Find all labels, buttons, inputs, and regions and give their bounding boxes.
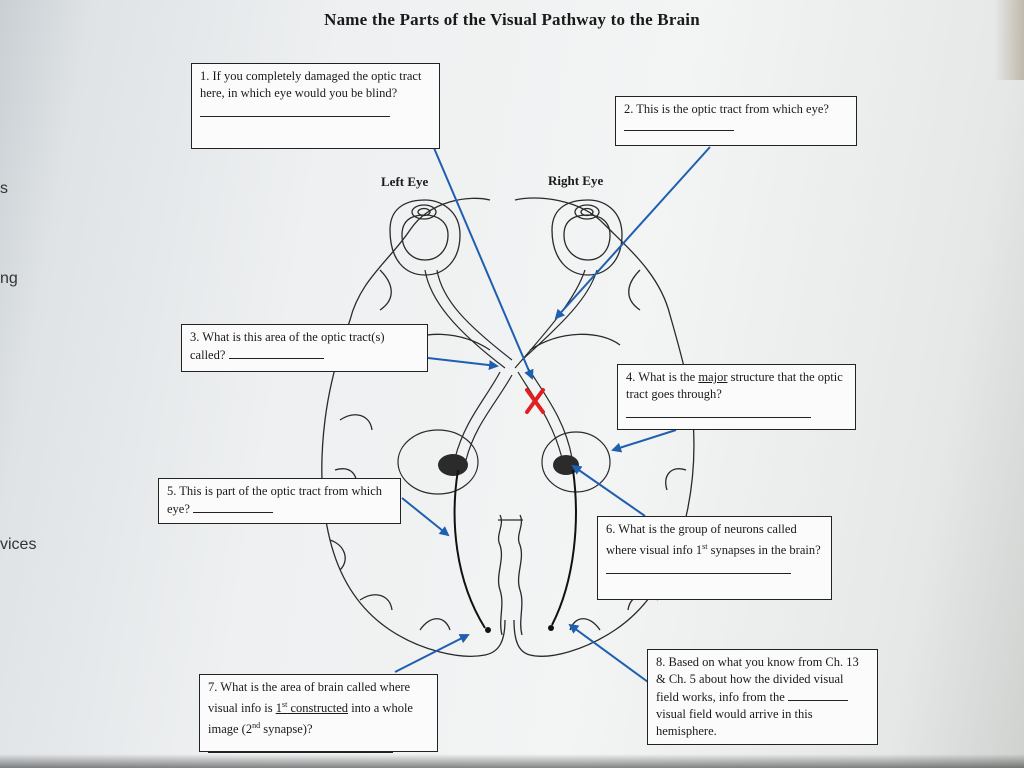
question-2-answer-blank[interactable] [624,118,734,131]
question-6-answer-blank[interactable] [606,561,791,575]
page-title: Name the Parts of the Visual Pathway to … [324,10,700,29]
left-eye-label: Left Eye [381,174,429,189]
right-eye-icon [551,199,623,276]
visual-cortex-right [548,625,554,631]
edge-text-fragment: s [0,180,8,197]
thalamus-right [541,431,611,493]
question-6-text: 6. What is the group of neurons called w… [606,522,821,558]
question-8-text-b: visual field would arrive in this hemisp… [656,707,813,738]
question-4-box: 4. What is the major structure that the … [617,364,856,430]
question-7-answer-blank[interactable] [208,740,393,754]
arrow-q5 [401,497,450,537]
question-7-text: 7. What is the area of brain called wher… [208,680,413,737]
question-8-box: 8. Based on what you know from Ch. 13 & … [647,649,878,745]
arrow-q2 [554,146,711,320]
arrow-q6 [571,464,646,517]
question-8-text-a: 8. Based on what you know from Ch. 13 & … [656,655,859,704]
question-5-box: 5. This is part of the optic tract from … [158,478,401,524]
arrow-q7 [394,634,470,673]
arrow-q1 [433,147,534,380]
question-5-answer-blank[interactable] [193,500,274,513]
question-3-text: 3. What is this area of the optic tract(… [190,330,385,362]
question-2-box: 2. This is the optic tract from which ey… [615,96,857,146]
question-7-box: 7. What is the area of brain called wher… [199,674,438,754]
corner-shadow [994,0,1024,80]
question-4-text: 4. What is the major structure that the … [626,370,843,401]
question-1-answer-blank[interactable] [200,104,390,117]
edge-text-fragment: ng [0,270,18,287]
question-6-box: 6. What is the group of neurons called w… [597,516,832,600]
right-eye-label: Right Eye [548,173,604,188]
arrow-q8 [568,623,649,683]
question-2-text: 2. This is the optic tract from which ey… [624,102,829,116]
bottom-shadow [0,754,1024,768]
optic-radiation [453,469,577,629]
visual-cortex-left [485,627,491,633]
question-8-answer-blank[interactable] [787,688,848,701]
left-eye-icon [389,199,461,276]
thalamus-left [397,429,479,495]
question-1-box: 1. If you completely damaged the optic t… [191,63,440,149]
question-3-answer-blank[interactable] [228,346,324,359]
optic-pathway [424,269,598,461]
question-3-box: 3. What is this area of the optic tract(… [181,324,428,372]
arrow-q4 [611,429,677,453]
question-5-text: 5. This is part of the optic tract from … [167,484,382,516]
arrow-q3 [427,357,499,371]
damage-mark-icon [525,388,545,414]
question-4-answer-blank[interactable] [626,405,811,418]
pointer-arrows [394,146,711,683]
edge-text-fragment: vices [0,536,37,553]
question-1-text: 1. If you completely damaged the optic t… [200,69,422,100]
